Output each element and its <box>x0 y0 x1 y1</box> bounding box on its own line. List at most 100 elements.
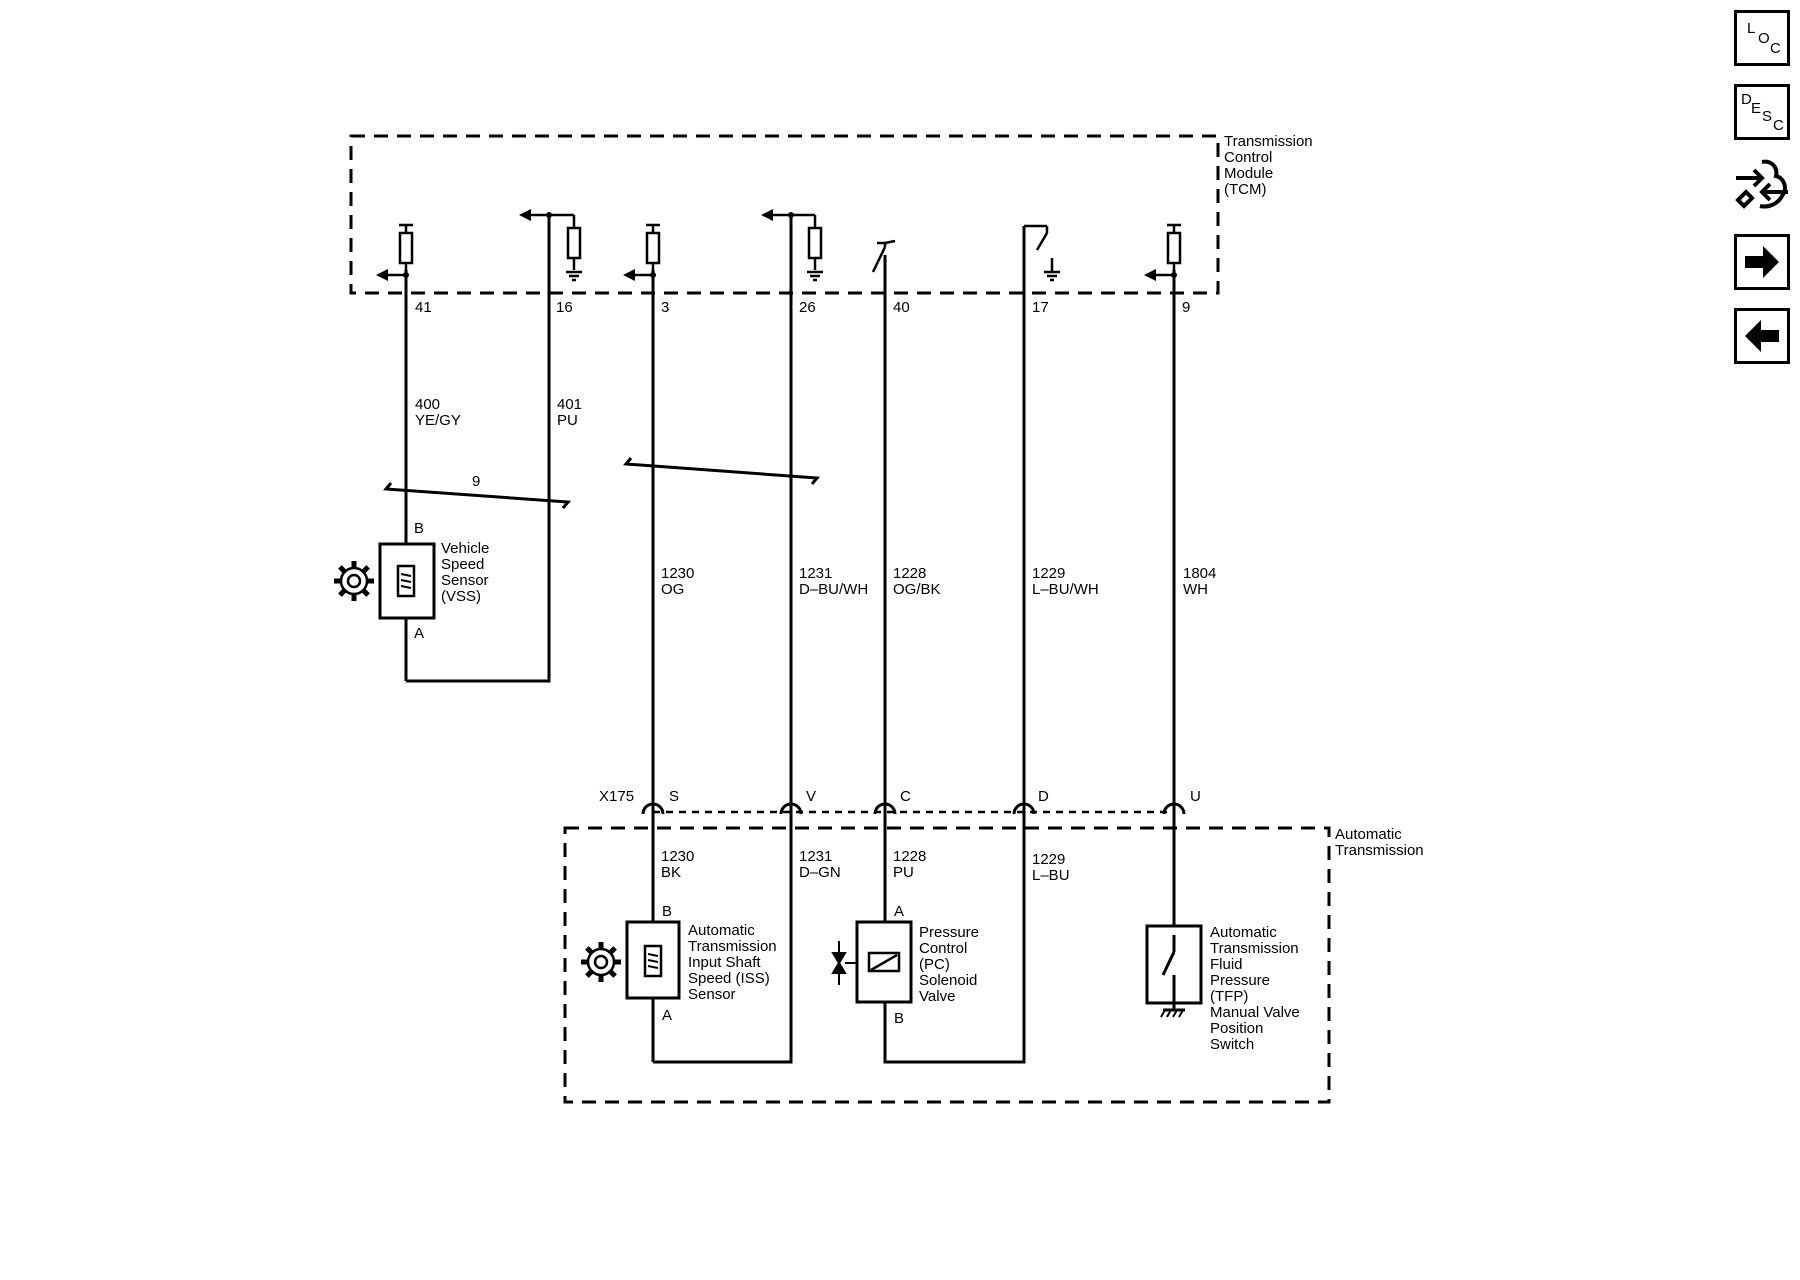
wire-color: D–BU/WH <box>799 581 868 598</box>
wire-color: BK <box>661 864 681 881</box>
tfp-label-line: Switch <box>1210 1036 1254 1053</box>
pin-label: 41 <box>415 299 432 316</box>
iss-pin-top: B <box>662 903 672 920</box>
wire-number: 400 <box>415 396 440 413</box>
gear-icon <box>581 942 621 982</box>
previous-arrow-icon <box>1745 320 1779 352</box>
tcm-label-line: Control <box>1224 149 1272 166</box>
wire-number: 1230 <box>661 848 694 865</box>
pc-pin-bottom: B <box>894 1010 904 1027</box>
iss-pin-bottom: A <box>662 1007 672 1024</box>
vss-label-line: (VSS) <box>441 588 481 605</box>
pin-label: 17 <box>1032 299 1049 316</box>
pc-solenoid <box>855 920 913 1004</box>
gear-icon <box>334 561 374 601</box>
connector-terminal-d <box>1012 802 1036 815</box>
tfp-label-line: Manual Valve <box>1210 1004 1300 1021</box>
tfp-label-line: Pressure <box>1210 972 1270 989</box>
iss-label-line: Input Shaft <box>688 954 761 971</box>
connector-wiring-icon <box>1735 159 1788 209</box>
wire-1228 <box>883 226 1026 1064</box>
next-button[interactable] <box>1734 234 1790 290</box>
ground-icon <box>1042 270 1062 282</box>
loc-button[interactable]: L O C <box>1734 10 1790 66</box>
arrow-pin-41 <box>376 269 388 281</box>
tcm-label-line: (TCM) <box>1224 181 1266 198</box>
connector-terminal-v <box>779 802 803 815</box>
wire-color: PU <box>557 412 578 429</box>
pin-label: 40 <box>893 299 910 316</box>
vss-pin-top: B <box>414 520 424 537</box>
connector-wiring-button[interactable] <box>1732 152 1792 216</box>
iss-label-line: Sensor <box>688 986 736 1003</box>
pc-label-line: Control <box>919 940 967 957</box>
tfp-label-line: (TFP) <box>1210 988 1248 1005</box>
loc-icon-letter: O <box>1758 30 1770 47</box>
connector-terminal-u <box>1162 802 1186 815</box>
connector-terminal-label: S <box>669 788 679 805</box>
loc-icon-letter: C <box>1770 40 1781 57</box>
pc-label-line: (PC) <box>919 956 950 973</box>
wire-number: 1804 <box>1183 565 1216 582</box>
wire-1231 <box>653 215 793 1064</box>
transmission-label-line: Transmission <box>1335 842 1424 859</box>
connector-terminal-label: C <box>900 788 911 805</box>
tfp-label-line: Automatic <box>1210 924 1277 941</box>
wire-color: L–BU <box>1032 867 1070 884</box>
pc-label-line: Pressure <box>919 924 979 941</box>
wire-color: PU <box>893 864 914 881</box>
twist-count: 9 <box>472 473 480 490</box>
desc-icon-letter: C <box>1773 117 1784 134</box>
wire-color: L–BU/WH <box>1032 581 1099 598</box>
wire-number: 1230 <box>661 565 694 582</box>
wire-number: 1229 <box>1032 851 1065 868</box>
wire-number: 1228 <box>893 848 926 865</box>
connector-terminal-s <box>641 802 665 815</box>
iss-label-line: Transmission <box>688 938 777 955</box>
transmission-label-line: Automatic <box>1335 826 1402 843</box>
wire-number: 401 <box>557 396 582 413</box>
tcm-label-line: Module <box>1224 165 1273 182</box>
tfp-label-line: Position <box>1210 1020 1263 1037</box>
vss-sensor <box>378 542 436 620</box>
wire-color: OG <box>661 581 684 598</box>
connector-terminal-label: U <box>1190 788 1201 805</box>
connector-name: X175 <box>599 788 634 805</box>
iss-label-line: Speed (ISS) <box>688 970 770 987</box>
connector-terminal-c <box>873 802 897 815</box>
connector-terminal-label: V <box>806 788 816 805</box>
pc-label-line: Valve <box>919 988 955 1005</box>
pin-label: 16 <box>556 299 573 316</box>
vss-label-line: Speed <box>441 556 484 573</box>
ground-icon <box>805 270 825 282</box>
desc-icon-letter: S <box>1762 108 1773 125</box>
wire-number: 1228 <box>893 565 926 582</box>
tfp-label-line: Fluid <box>1210 956 1243 973</box>
tfp-switch <box>1145 924 1203 1018</box>
tcm-boundary <box>349 134 1220 295</box>
solenoid-actuator-icon <box>831 941 857 985</box>
iss-label-line: Automatic <box>688 922 755 939</box>
arrow-pin-26 <box>761 209 773 221</box>
wire-number: 1229 <box>1032 565 1065 582</box>
previous-button[interactable] <box>1734 308 1790 364</box>
vss-label-line: Vehicle <box>441 540 489 557</box>
transmission-boundary <box>563 826 1331 1104</box>
pin-label: 3 <box>661 299 669 316</box>
wire-color: YE/GY <box>415 412 461 429</box>
twisted-pair-bracket-vss <box>382 482 572 509</box>
pin-label: 26 <box>799 299 816 316</box>
vss-label-line: Sensor <box>441 572 489 589</box>
pc-label-line: Solenoid <box>919 972 977 989</box>
wire-401 <box>406 215 551 683</box>
desc-icon-letter: D <box>1741 91 1752 108</box>
tcm-label-line: Transmission <box>1224 133 1313 150</box>
next-arrow-icon <box>1745 246 1779 278</box>
tfp-label-line: Transmission <box>1210 940 1299 957</box>
wire-color: OG/BK <box>893 581 941 598</box>
loc-icon-letter: L <box>1747 20 1756 37</box>
pin-label: 9 <box>1182 299 1190 316</box>
wire-color: D–GN <box>799 864 841 881</box>
desc-button[interactable]: D E S C <box>1734 84 1790 140</box>
